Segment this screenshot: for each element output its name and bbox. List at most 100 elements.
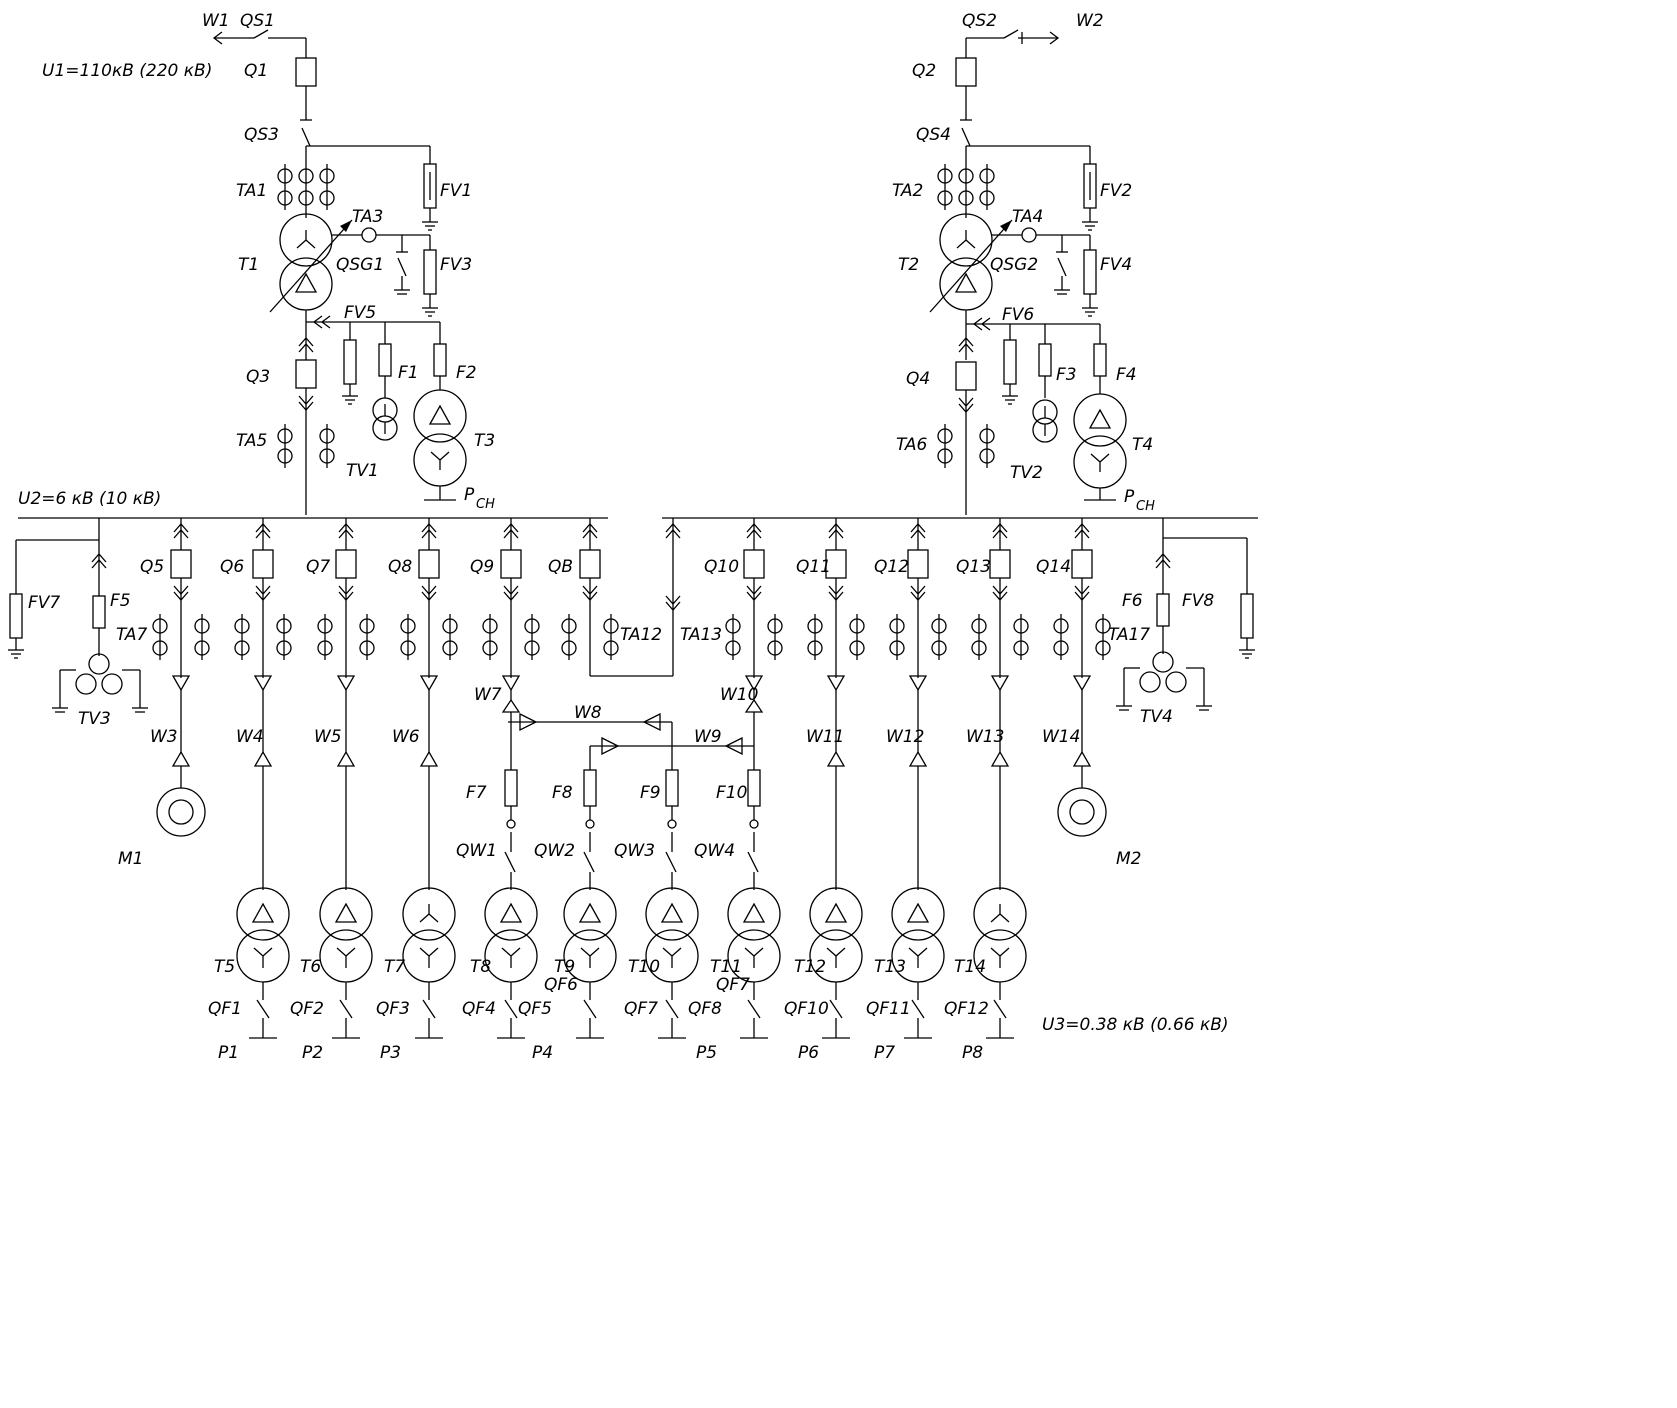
wye-icon bbox=[336, 947, 356, 968]
label-pch-left-sub: CH bbox=[476, 497, 495, 512]
fuse-f4 bbox=[1093, 343, 1107, 377]
label-qf4: QF4 bbox=[462, 999, 496, 1019]
label-q5: Q5 bbox=[140, 557, 164, 577]
right-incoming-section bbox=[929, 29, 1127, 515]
label-m1: M1 bbox=[118, 849, 143, 869]
cross-feeders-w8-w9 bbox=[508, 712, 754, 770]
label-qw2: QW2 bbox=[534, 841, 575, 861]
label-ta5: TA5 bbox=[236, 431, 267, 451]
label-u1: U1=110кВ (220 кВ) bbox=[42, 61, 212, 81]
label-ta17: TA17 bbox=[1108, 625, 1150, 645]
label-qs4: QS4 bbox=[916, 125, 951, 145]
label-w6: W6 bbox=[392, 727, 420, 747]
ct-ta2 bbox=[937, 164, 995, 210]
label-fv5: FV5 bbox=[344, 303, 376, 323]
transformer-icon bbox=[563, 887, 617, 941]
label-t12: T12 bbox=[794, 957, 826, 977]
label-qsg2: QSG2 bbox=[990, 255, 1038, 275]
ct-ta6 bbox=[937, 424, 953, 468]
label-u2: U2=6 кВ (10 кВ) bbox=[18, 489, 161, 509]
transformer-icon bbox=[402, 887, 456, 941]
label-t10: T10 bbox=[628, 957, 660, 977]
label-f1: F1 bbox=[398, 363, 419, 383]
label-f3: F3 bbox=[1056, 365, 1077, 385]
cable-end-icon bbox=[171, 750, 191, 767]
label-p7: P7 bbox=[874, 1043, 895, 1063]
label-u3: U3=0.38 кВ (0.66 кВ) bbox=[1042, 1015, 1229, 1035]
breaker-q4 bbox=[955, 361, 977, 391]
transformer-icon bbox=[891, 887, 945, 941]
label-qf12: QF12 bbox=[944, 999, 989, 1019]
wye-icon bbox=[826, 947, 846, 968]
cable-end-icon bbox=[336, 750, 356, 767]
label-ta1: TA1 bbox=[236, 181, 267, 201]
breaker-q3 bbox=[295, 359, 317, 389]
label-t8: T8 bbox=[470, 957, 491, 977]
label-pch-right: P bbox=[1124, 487, 1135, 507]
label-w8: W8 bbox=[574, 703, 602, 723]
label-t11: T11 bbox=[710, 957, 742, 977]
label-p2: P2 bbox=[302, 1043, 323, 1063]
label-t9: T9 bbox=[554, 957, 575, 977]
label-qw4: QW4 bbox=[694, 841, 735, 861]
wye-icon bbox=[990, 904, 1010, 923]
plug-connector bbox=[992, 523, 1008, 539]
plug-connector bbox=[1074, 523, 1090, 539]
cable-end-icon bbox=[501, 698, 521, 713]
arrester-fv6 bbox=[1003, 339, 1017, 385]
label-t6: T6 bbox=[300, 957, 321, 977]
label-t14: T14 bbox=[954, 957, 986, 977]
fuse-f5 bbox=[92, 595, 106, 629]
cable-end-icon bbox=[501, 675, 521, 692]
label-f10: F10 bbox=[716, 783, 747, 803]
cable-end-icon bbox=[744, 675, 764, 692]
label-f7: F7 bbox=[466, 783, 487, 803]
arrester-fv7 bbox=[9, 593, 23, 639]
label-w13: W13 bbox=[966, 727, 1004, 747]
fuse-box bbox=[583, 769, 597, 807]
cable-end-icon bbox=[419, 750, 439, 767]
label-ta13: TA13 bbox=[680, 625, 722, 645]
breaker-box bbox=[500, 549, 522, 579]
breaker-box bbox=[335, 549, 357, 579]
motor-rotor-icon bbox=[168, 799, 194, 825]
label-f6: F6 bbox=[1122, 591, 1143, 611]
cable-end-icon bbox=[826, 750, 846, 767]
arrester-fv3 bbox=[423, 249, 437, 295]
cable-end-icon bbox=[1072, 750, 1092, 767]
delta-icon bbox=[578, 902, 602, 923]
wye-icon bbox=[990, 947, 1010, 968]
delta-icon bbox=[824, 902, 848, 923]
label-w9: W9 bbox=[694, 727, 722, 747]
motor-rotor-icon bbox=[1069, 799, 1095, 825]
plug-connector bbox=[173, 523, 189, 539]
transformer-icon bbox=[973, 887, 1027, 941]
label-t13: T13 bbox=[874, 957, 906, 977]
ct-ta1 bbox=[277, 164, 335, 210]
label-w7: W7 bbox=[474, 685, 502, 705]
terminal-icon bbox=[749, 819, 759, 829]
label-qf10: QF10 bbox=[784, 999, 829, 1019]
plug-connector bbox=[421, 523, 437, 539]
feeder-group bbox=[152, 518, 1111, 1039]
label-w5: W5 bbox=[314, 727, 342, 747]
transformer-icon bbox=[484, 887, 538, 941]
label-tv1: TV1 bbox=[346, 461, 379, 481]
cable-end-icon bbox=[990, 750, 1010, 767]
label-q14: Q14 bbox=[1036, 557, 1071, 577]
vt-section-tv3 bbox=[8, 518, 148, 713]
wye-icon bbox=[744, 947, 764, 968]
transformer-icon bbox=[236, 887, 290, 941]
terminal-icon bbox=[585, 819, 595, 829]
cable-end-icon bbox=[908, 750, 928, 767]
label-fv8: FV8 bbox=[1182, 591, 1214, 611]
label-fv1: FV1 bbox=[440, 181, 472, 201]
plug-connector bbox=[828, 523, 844, 539]
wye-icon bbox=[662, 947, 682, 968]
label-qw3: QW3 bbox=[614, 841, 655, 861]
label-qf7b: QF7 bbox=[716, 975, 750, 995]
left-incoming-section bbox=[212, 29, 467, 515]
label-t4: T4 bbox=[1132, 435, 1153, 455]
delta-icon bbox=[660, 902, 684, 923]
